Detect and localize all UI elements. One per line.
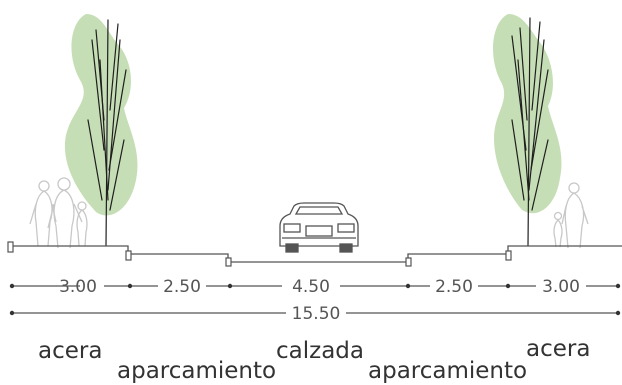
car-grille [305,225,333,237]
car-headlight-left [283,223,301,233]
dimension-total: 15.50 [292,304,341,324]
right-tree-branches [511,17,549,247]
dimension-tick [9,283,15,289]
pedestrian-icon [47,177,83,249]
dimension-right-parking: 2.50 [435,277,473,297]
curb-left-road [225,257,232,267]
car-wheel-right [339,243,353,253]
car-wheel-left [285,243,299,253]
dimension-left-parking: 2.50 [163,277,201,297]
label-left-parking: aparcamiento [117,358,277,384]
dimension-tick [615,310,621,316]
dimension-tick [127,283,133,289]
left-tree-branches [87,19,127,247]
pedestrian-icon [553,211,563,248]
pedestrian-icon [561,182,589,249]
car-headlight-right [337,223,355,233]
dimension-ticks [9,283,621,289]
left-pedestrians-icon [29,177,88,249]
right-tree-icon [493,14,562,247]
left-tree-foliage [64,14,138,216]
car-icon [279,202,359,253]
curb-right-road [405,257,412,267]
label-left-sidewalk: acera [38,338,103,364]
pedestrian-icon [76,201,88,247]
dimension-tick [405,283,411,289]
right-tree-foliage [493,14,562,214]
dimension-tick [227,283,233,289]
label-road: calzada [276,338,364,364]
car-windshield [294,206,344,215]
dimension-left-sidewalk: 3.00 [59,277,97,297]
left-tree-icon [64,14,138,247]
dimension-right-sidewalk: 3.00 [542,277,580,297]
ground-profile [8,245,622,263]
dimension-tick [615,283,621,289]
dimension-tick [9,310,15,316]
dimension-road: 4.50 [292,277,330,297]
curb-left [125,250,132,261]
pedestrian-icon [29,180,57,247]
label-right-parking: aparcamiento [368,358,528,384]
curb-right [505,250,512,261]
label-right-sidewalk: acera [526,336,591,362]
curb-left-end [7,241,14,253]
right-pedestrians-icon [553,182,589,249]
dimension-tick [505,283,511,289]
